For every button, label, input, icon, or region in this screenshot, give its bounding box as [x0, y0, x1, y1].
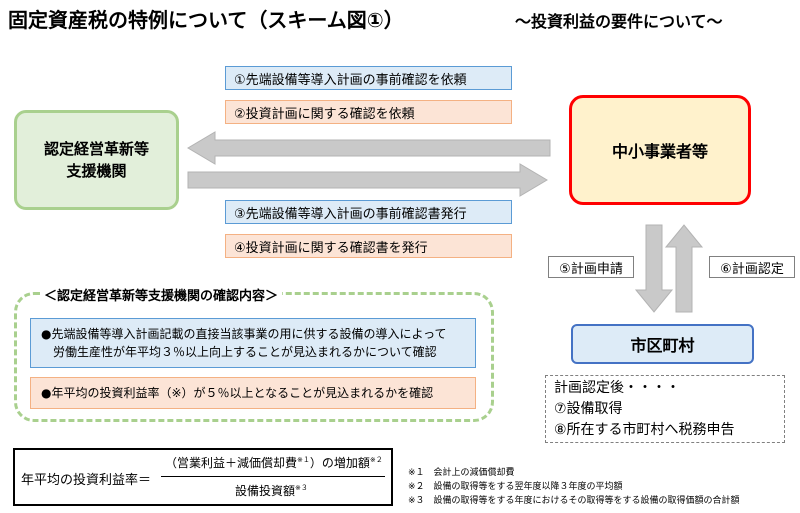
step6-label: ⑥計画認定 [709, 256, 795, 278]
support-institution-box: 認定経営革新等 支援機関 [14, 110, 179, 210]
step5-label: ⑤計画申請 [548, 256, 634, 278]
fraction-bar [161, 476, 385, 477]
support-institution-line2: 支援機関 [66, 162, 127, 180]
footnote-3: ※３ 設備の取得等をする年度におけるその取得等をする設備の取得価額の合計額 [408, 496, 740, 506]
municipality-box: 市区町村 [571, 324, 754, 364]
arrow-to-sme [187, 163, 548, 197]
post-approval-box: 計画認定後・・・・ ⑦設備取得 ⑧所在する市町村へ税務申告 [545, 375, 785, 443]
confirmation-item1-line1: ●先端設備等導入計画記載の直接当該事業の用に供する設備の導入によって [41, 327, 447, 341]
confirmation-item-productivity: ●先端設備等導入計画記載の直接当該事業の用に供する設備の導入によって 労働生産性… [30, 318, 476, 368]
confirmation-heading: ＜認定経営革新等支援機関の確認内容＞ [40, 285, 283, 304]
step3-box: ③先端設備等導入計画の事前確認書発行 [225, 200, 512, 224]
step2-box: ②投資計画に関する確認を依頼 [225, 100, 512, 124]
sme-box: 中小事業者等 [569, 95, 751, 205]
formula-denominator: 設備投資額※３ [235, 484, 308, 498]
page-title: 固定資産税の特例について（スキーム図①） [8, 8, 404, 32]
confirmation-item1-line2: 労働生産性が年平均３％以上向上することが見込まれるかについて確認 [53, 345, 437, 359]
post-approval-line1: 計画認定後・・・・ [554, 380, 680, 396]
support-institution-line1: 認定経営革新等 [43, 139, 149, 158]
roi-formula-box: 年平均の投資利益率＝ （営業利益＋減価償却費※１）の増加額※２ 設備投資額※３ [13, 448, 393, 506]
step1-box: ①先端設備等導入計画の事前確認を依頼 [225, 66, 512, 90]
formula-lhs: 年平均の投資利益率＝ [21, 473, 152, 488]
step4-box: ④投資計画に関する確認書を発行 [225, 234, 512, 258]
arrow-up-to-sme [664, 224, 704, 313]
confirmation-item-roi: ●年平均の投資利益率（※）が５％以上となることが見込まれるかを確認 [30, 377, 476, 409]
formula-numerator: （営業利益＋減価償却費※１）の増加額※２ [165, 456, 383, 470]
arrow-to-support [187, 131, 551, 165]
page-subtitle: ～投資利益の要件について～ [515, 12, 723, 31]
arrow-down-to-municipality [634, 224, 674, 313]
footnote-2: ※２ 設備の取得等をする翌年度以降３年度の平均額 [408, 482, 623, 492]
post-approval-line3: ⑧所在する市町村へ税務申告 [554, 422, 735, 438]
footnotes: ※１ 会計上の減価償却費 ※２ 設備の取得等をする翌年度以降３年度の平均額 ※３… [408, 466, 740, 508]
footnote-1: ※１ 会計上の減価償却費 [408, 468, 515, 478]
post-approval-line2: ⑦設備取得 [554, 401, 623, 417]
